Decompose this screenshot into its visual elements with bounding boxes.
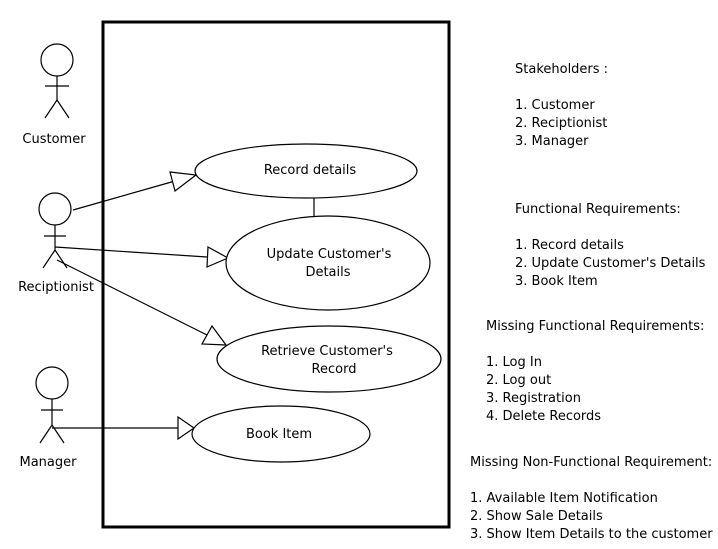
list-item: 2. Show Sale Details <box>470 509 603 524</box>
list-item: 1. Customer <box>515 98 595 113</box>
list-item: 1. Record details <box>515 238 624 253</box>
arrowhead-retrieve-record <box>201 324 228 346</box>
use-case-book-item-label: Book Item <box>246 427 312 442</box>
arrowhead-book-item <box>177 415 196 441</box>
use-case-retrieve-label-line2: Record <box>312 362 357 377</box>
list-item: 2. Update Customer's Details <box>515 256 706 271</box>
customer-label: Customer <box>22 132 86 147</box>
missing-non-functional-heading: Missing Non-Functional Requirement: <box>470 455 713 470</box>
association-receptionist-update-details <box>54 246 208 258</box>
use-case-retrieve-customer-record <box>216 325 442 393</box>
functional-requirements-section: Functional Requirements: 1. Record detai… <box>515 201 705 291</box>
arrowhead-record-details <box>169 171 198 193</box>
use-case-book-item <box>191 405 371 463</box>
list-item: 2. Reciptionist <box>515 116 608 131</box>
list-item: 4. Delete Records <box>486 409 602 424</box>
missing-functional-section: Missing Functional Requirements: 1. Log … <box>486 318 704 426</box>
arrowhead-update-details <box>206 246 230 268</box>
list-item: 3. Registration <box>486 391 581 406</box>
missing-non-functional-section: Missing Non-Functional Requirement: 1. A… <box>470 454 713 544</box>
use-case-record-details-label: Record details <box>264 163 357 178</box>
use-case-update-label-line2: Details <box>305 265 350 280</box>
list-item: 3. Show Item Details to the customer <box>470 527 713 542</box>
receptionist-actor <box>38 192 72 269</box>
missing-non-functional-list: 1. Available Item Notification 2. Show S… <box>470 490 713 544</box>
use-case-record-details <box>194 143 418 199</box>
stakeholders-list: 1. Customer 2. Reciptionist 3. Manager <box>515 97 608 151</box>
receptionist-label: Reciptionist <box>18 280 94 295</box>
missing-functional-heading: Missing Functional Requirements: <box>486 319 705 334</box>
use-case-retrieve-label-line1: Retrieve Customer's <box>261 344 393 359</box>
list-item: 2. Log out <box>486 373 552 388</box>
customer-actor <box>40 43 74 119</box>
use-case-update-label-line1: Update Customer's <box>267 247 392 262</box>
functional-requirements-heading: Functional Requirements: <box>515 202 681 217</box>
list-item: 1. Log In <box>486 355 542 370</box>
manager-actor <box>35 366 69 444</box>
stakeholders-section: Stakeholders : 1. Customer 2. Reciptioni… <box>515 61 608 151</box>
list-item: 1. Available Item Notification <box>470 491 658 506</box>
list-item: 3. Manager <box>515 134 589 149</box>
association-receptionist-retrieve-record <box>56 259 208 336</box>
manager-label: Manager <box>20 455 78 470</box>
use-case-update-customer-details <box>225 215 431 311</box>
system-boundary <box>101 20 451 529</box>
list-item: 3. Book Item <box>515 274 598 289</box>
missing-functional-list: 1. Log In 2. Log out 3. Registration 4. … <box>486 354 704 426</box>
association-receptionist-record-details <box>72 180 176 211</box>
functional-requirements-list: 1. Record details 2. Update Customer's D… <box>515 237 705 291</box>
stakeholders-heading: Stakeholders : <box>515 62 609 77</box>
